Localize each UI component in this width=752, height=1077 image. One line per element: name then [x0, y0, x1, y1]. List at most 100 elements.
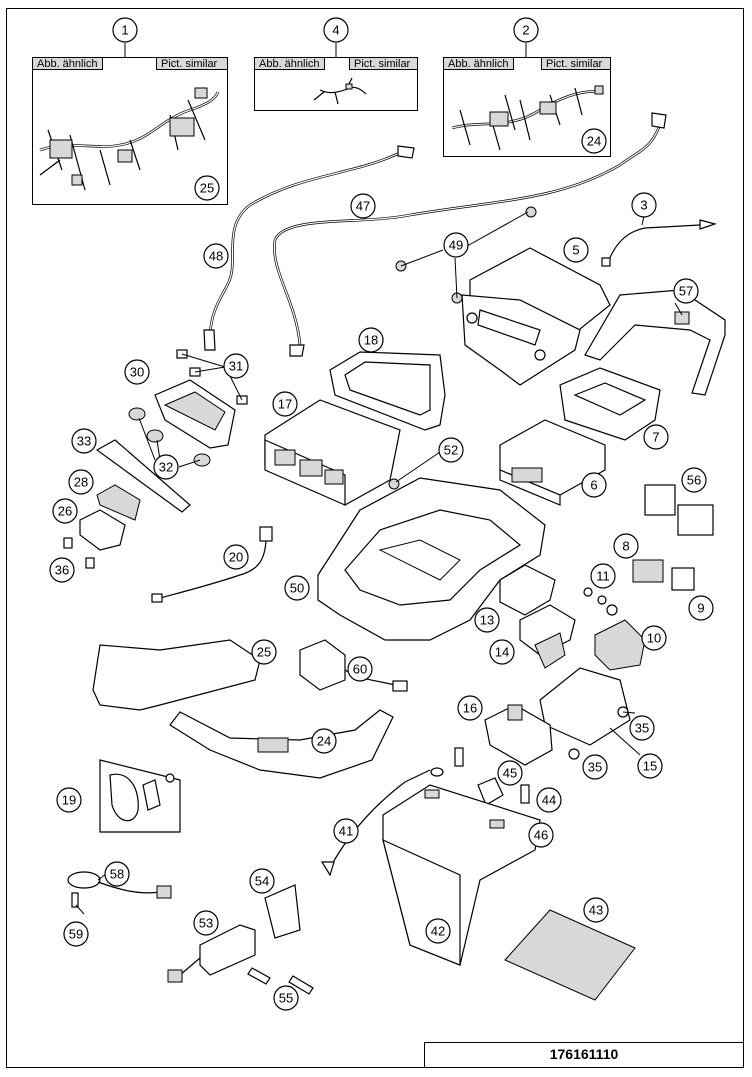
cable-3	[601, 219, 718, 267]
callout-circle	[631, 192, 657, 218]
callout-43: 43	[583, 897, 609, 923]
callout-5: 5	[563, 237, 589, 263]
callout-circle	[71, 428, 97, 454]
callout-35b: 35	[582, 754, 608, 780]
callout-circle	[272, 391, 298, 417]
callout-label: 6	[590, 478, 597, 493]
callout-label: 4	[332, 23, 339, 38]
callout-circle	[124, 359, 150, 385]
cable-20	[151, 526, 273, 603]
callout-50: 50	[284, 575, 310, 601]
callout-6: 6	[581, 472, 607, 498]
callout-24b: 24	[311, 728, 337, 754]
callout-circle	[583, 897, 609, 923]
callout-circle	[590, 563, 616, 589]
callout-45: 45	[497, 760, 523, 786]
callout-circle	[457, 695, 483, 721]
callout-57: 57	[673, 278, 699, 304]
callout-circle	[438, 437, 464, 463]
callout-label: 35	[588, 760, 602, 775]
callout-circle	[681, 467, 707, 493]
callout-label: 13	[480, 613, 494, 628]
callout-circle	[688, 595, 714, 621]
callout-60: 60	[347, 656, 373, 682]
callout-label: 1	[121, 23, 128, 38]
callout-label: 18	[364, 333, 378, 348]
callout-7: 7	[643, 424, 669, 450]
callout-label: 50	[290, 581, 304, 596]
fuse-strip-14	[519, 604, 576, 669]
callout-circle	[528, 822, 554, 848]
callout-35a: 35	[629, 715, 655, 741]
ecu-17	[264, 399, 401, 506]
callout-circle	[194, 175, 220, 201]
callout-13: 13	[474, 607, 500, 633]
cover-24	[169, 709, 394, 779]
callout-18: 18	[358, 327, 384, 353]
callout-circle	[497, 760, 523, 786]
callout-circle	[223, 353, 249, 379]
bracket-57	[584, 289, 726, 396]
connector-9	[671, 567, 695, 591]
wiring-harness-1-drawing	[39, 87, 220, 191]
callout-label: 33	[77, 434, 91, 449]
ecu-holder-18	[329, 351, 446, 431]
callout-circle	[153, 454, 179, 480]
callout-32: 32	[153, 454, 179, 480]
callout-circle	[425, 918, 451, 944]
callout-label: 14	[495, 645, 509, 660]
callout-circle	[474, 607, 500, 633]
wiring-harness-4-drawing	[313, 77, 367, 105]
callout-label: 20	[229, 550, 243, 565]
connector-holder-28	[96, 484, 141, 521]
module-6	[499, 419, 606, 506]
callout-17: 17	[272, 391, 298, 417]
callout-53: 53	[193, 910, 219, 936]
fuse-box-30	[154, 379, 236, 449]
callout-label: 26	[58, 504, 72, 519]
wiring-harness-2-drawing	[451, 85, 604, 151]
callout-28: 28	[68, 469, 94, 495]
callout-circle	[613, 533, 639, 559]
callout-42: 42	[425, 918, 451, 944]
callout-24a: 24	[581, 128, 607, 154]
inset-wiring-harness-1	[32, 57, 228, 205]
callout-label: 7	[652, 430, 659, 445]
callout-circle	[643, 424, 669, 450]
screw-55	[247, 967, 314, 995]
callout-2: 2	[513, 17, 539, 43]
callout-circle	[513, 17, 539, 43]
callout-label: 45	[503, 766, 517, 781]
callout-circle	[347, 656, 373, 682]
callout-label: 16	[463, 701, 477, 716]
module-16	[484, 704, 553, 766]
callout-label: 49	[449, 238, 463, 253]
relay-56	[644, 484, 714, 536]
inset4-tag-german: Abb. ähnlich	[254, 57, 325, 70]
callout-label: 25	[257, 645, 271, 660]
fuse-holder-10	[594, 619, 646, 671]
callout-label: 28	[74, 475, 88, 490]
callout-15: 15	[637, 753, 663, 779]
callout-label: 15	[643, 759, 657, 774]
callout-label: 59	[69, 927, 83, 942]
callout-label: 19	[62, 793, 76, 808]
callout-label: 52	[444, 443, 458, 458]
callout-52: 52	[438, 437, 464, 463]
callout-16: 16	[457, 695, 483, 721]
switch-60	[299, 639, 408, 692]
inset1-tag-german: Abb. ähnlich	[32, 57, 103, 70]
connector-8	[632, 559, 664, 583]
callout-circle	[52, 498, 78, 524]
battery-cable-47	[273, 112, 667, 357]
callout-25a: 25	[194, 175, 220, 201]
callout-11: 11	[590, 563, 616, 589]
callout-label: 24	[317, 734, 331, 749]
callout-circle	[56, 787, 82, 813]
drawing-frame	[6, 8, 744, 1068]
callout-label: 44	[542, 793, 556, 808]
callout-55: 55	[273, 985, 299, 1011]
callout-56: 56	[681, 467, 707, 493]
